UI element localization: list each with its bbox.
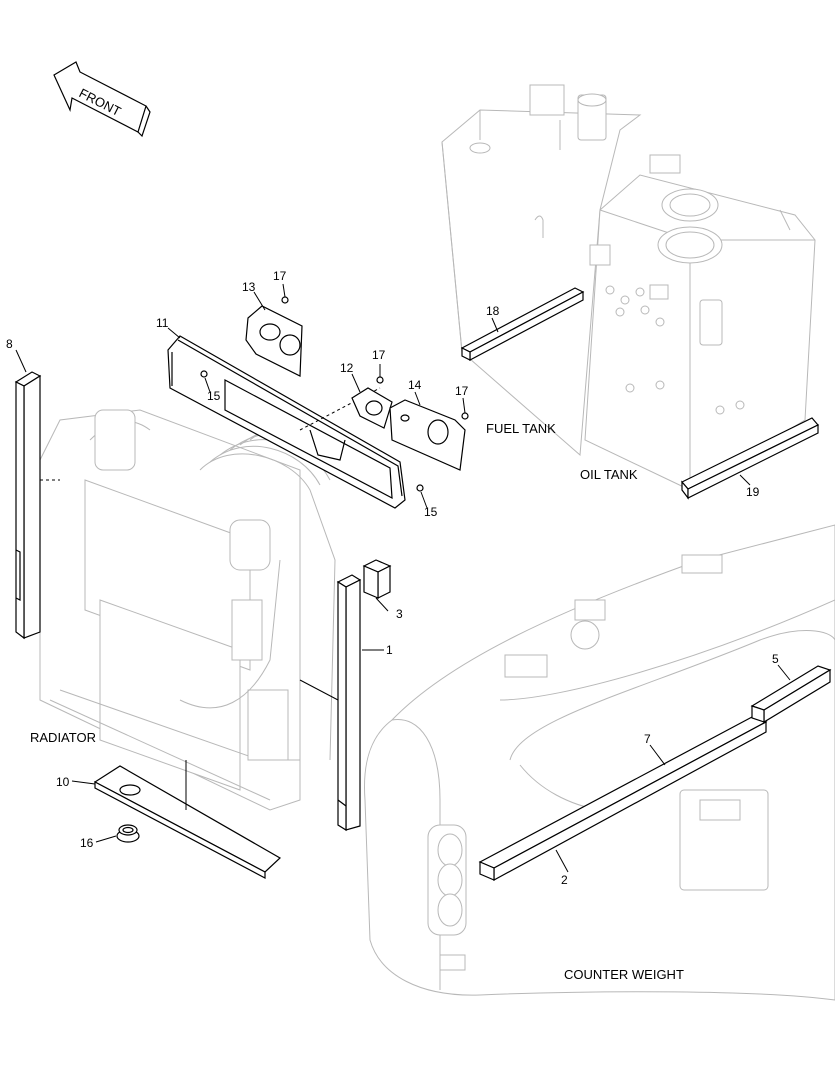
callout-7: 7 (644, 732, 651, 746)
part-1-seal-strip (336, 574, 362, 832)
caption-radiator: RADIATOR (30, 730, 96, 745)
part-5-strip (750, 665, 832, 724)
caption-counter-weight: COUNTER WEIGHT (564, 967, 684, 982)
captions: FUEL TANK OIL TANK RADIATOR COUNTER WEIG… (30, 421, 684, 982)
callout-10: 10 (56, 775, 70, 789)
callout-19: 19 (746, 485, 760, 499)
caption-fuel-tank: FUEL TANK (486, 421, 556, 436)
callout-17a: 17 (273, 269, 287, 283)
counter-weight-ghost (363, 524, 835, 1001)
part-12-plate (351, 387, 393, 429)
callouts: 8 11 13 17 15 12 17 14 17 15 18 19 3 1 5… (6, 269, 779, 887)
part-3-block (362, 559, 392, 599)
callout-18: 18 (486, 304, 500, 318)
callout-15a: 15 (207, 389, 221, 403)
callout-11: 11 (156, 316, 169, 330)
part-18-strip (460, 287, 585, 361)
radiator-ghost (39, 409, 356, 811)
callout-5: 5 (772, 652, 779, 666)
callout-14: 14 (408, 378, 422, 392)
oil-tank-ghost (584, 154, 816, 491)
front-direction-arrow: FRONT (53, 61, 151, 138)
callout-8: 8 (6, 337, 13, 351)
caption-oil-tank: OIL TANK (580, 467, 638, 482)
part-13-plate (245, 305, 303, 377)
callout-15b: 15 (424, 505, 438, 519)
part-14-plate (389, 399, 466, 471)
callout-3: 3 (396, 607, 403, 621)
callout-12: 12 (340, 361, 354, 375)
callout-13: 13 (242, 280, 256, 294)
part-11-bracket (167, 335, 406, 509)
part-16-grommet (116, 824, 140, 843)
part-8-seal-strip (14, 371, 42, 640)
callout-2: 2 (561, 873, 568, 887)
leader-lines (15, 283, 791, 873)
fuel-tank-ghost (441, 84, 642, 457)
callout-16: 16 (80, 836, 94, 850)
callout-1: 1 (386, 643, 393, 657)
part-10-base-plate (93, 765, 282, 879)
part-7-strip (478, 716, 768, 882)
callout-17c: 17 (455, 384, 469, 398)
callout-17b: 17 (372, 348, 386, 362)
tank-base-plate (681, 417, 819, 500)
